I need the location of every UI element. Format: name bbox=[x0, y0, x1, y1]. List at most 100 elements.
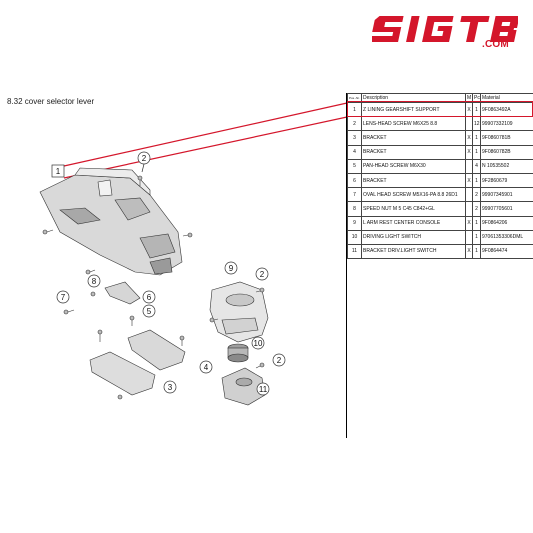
callout-label: 2 bbox=[260, 270, 265, 279]
cell-pos: 6 bbox=[347, 172, 362, 189]
callout-11: 11 bbox=[256, 382, 270, 396]
cell-pos: 2 bbox=[347, 116, 362, 132]
cell-pc: 1 bbox=[472, 215, 481, 231]
cell-m: X bbox=[465, 172, 473, 189]
callout-3: 3 bbox=[163, 380, 177, 394]
cell-pc: 2 bbox=[472, 187, 481, 203]
cell-description: BRACKET bbox=[361, 144, 466, 160]
callouts: 1 2 2 2 3 4 5 6 7 8 9 10 11 bbox=[51, 151, 286, 396]
cell-m bbox=[465, 158, 473, 174]
highlight-pointer-lines bbox=[63, 102, 348, 179]
bracket-light-switch bbox=[221, 367, 266, 406]
callout-label: 2 bbox=[142, 154, 147, 163]
cell-pos: 11 bbox=[347, 243, 362, 260]
cell-description: BRACKET bbox=[361, 172, 466, 189]
cell-material: 9F0860781B bbox=[480, 130, 533, 146]
section-title: 8.32 cover selector lever bbox=[7, 97, 95, 106]
cell-pc: 1 bbox=[472, 130, 481, 146]
callout-10: 10 bbox=[251, 336, 265, 350]
screws bbox=[42, 175, 265, 400]
bracket-6 bbox=[104, 281, 141, 305]
callout-label: 4 bbox=[204, 363, 209, 372]
cell-material: 99907345901 bbox=[480, 187, 533, 203]
cell-pc: 12 bbox=[472, 116, 481, 132]
arm-rest-console bbox=[209, 281, 269, 343]
cell-pos: 9 bbox=[347, 215, 362, 231]
callout-7: 7 bbox=[56, 290, 70, 304]
cell-description: DRIVING LIGHT SWITCH bbox=[361, 229, 466, 245]
cell-pc: 1 bbox=[472, 144, 481, 160]
cell-description: L ARM REST CENTER CONSOLE bbox=[361, 215, 466, 231]
callout-label: 11 bbox=[259, 385, 268, 394]
callout-label: 1 bbox=[56, 167, 61, 176]
cell-m bbox=[465, 187, 473, 203]
cell-pos: 10 bbox=[347, 229, 362, 245]
cell-material: 99907705601 bbox=[480, 201, 533, 217]
cell-pc: 2 bbox=[472, 201, 481, 217]
cell-pos: 8 bbox=[347, 201, 362, 217]
callout-label: 2 bbox=[277, 356, 282, 365]
cell-material: N 10535502 bbox=[480, 158, 533, 174]
driving-light-switch bbox=[227, 343, 249, 363]
bracket-4 bbox=[127, 329, 186, 371]
cell-material: 9F0864206 bbox=[480, 215, 533, 231]
callout-8: 8 bbox=[87, 274, 101, 288]
cell-m: X bbox=[465, 215, 473, 231]
lining-gearshift-support bbox=[39, 167, 183, 276]
cell-pos: 3 bbox=[347, 130, 362, 146]
bracket-3 bbox=[89, 351, 156, 396]
callout-label: 5 bbox=[147, 307, 152, 316]
callout-2b: 2 bbox=[255, 267, 269, 281]
cell-description: LENS-HEAD SCREW M6X25 8.8 bbox=[361, 116, 466, 132]
row-highlight bbox=[347, 101, 533, 117]
cell-m: X bbox=[465, 144, 473, 160]
callout-1: 1 bbox=[51, 164, 65, 178]
parts-table-container: Pos.-Nr. Description M Pc. Material 1Z L… bbox=[346, 93, 533, 438]
cell-m: X bbox=[465, 130, 473, 146]
callout-2c: 2 bbox=[272, 353, 286, 367]
callout-4: 4 bbox=[199, 360, 213, 374]
callout-label: 6 bbox=[147, 293, 152, 302]
cell-m: X bbox=[465, 243, 473, 260]
cell-material: 9F0860782B bbox=[480, 144, 533, 160]
callout-label: 7 bbox=[61, 293, 66, 302]
cell-pc: 4 bbox=[472, 158, 481, 174]
cell-description: PAN-HEAD SCREW M6X30 bbox=[361, 158, 466, 174]
cell-pos: 4 bbox=[347, 144, 362, 160]
cell-material: 97061353306DML bbox=[480, 229, 533, 245]
callout-9: 9 bbox=[224, 261, 238, 275]
cell-description: SPEED NUT M 5 C45 C842+GL bbox=[361, 201, 466, 217]
cell-pc: 1 bbox=[472, 229, 481, 245]
cell-pc: 1 bbox=[472, 243, 481, 260]
cell-m bbox=[465, 201, 473, 217]
cell-pos: 5 bbox=[347, 158, 362, 174]
cell-material: 9F0864474 bbox=[480, 243, 533, 260]
callout-5: 5 bbox=[142, 304, 156, 318]
callout-2a: 2 bbox=[137, 151, 151, 173]
callout-label: 9 bbox=[229, 264, 234, 273]
cell-pc: 1 bbox=[472, 172, 481, 189]
cell-pos: 7 bbox=[347, 187, 362, 203]
cell-description: BRACKET DRIV.LIGHT SWITCH bbox=[361, 243, 466, 260]
callout-label: 3 bbox=[168, 383, 173, 392]
brand-logo[interactable] bbox=[372, 14, 518, 44]
callout-label: 8 bbox=[92, 277, 97, 286]
cell-material: 99907332109 bbox=[480, 116, 533, 132]
parts-table: Pos.-Nr. Description M Pc. Material 1Z L… bbox=[347, 93, 533, 260]
cell-m bbox=[465, 229, 473, 245]
logo-domain: .COM bbox=[482, 39, 509, 50]
cell-description: OVAL HEAD SCREW M5X16-PA 8.8 26D1 bbox=[361, 187, 466, 203]
callout-label: 10 bbox=[254, 339, 263, 348]
